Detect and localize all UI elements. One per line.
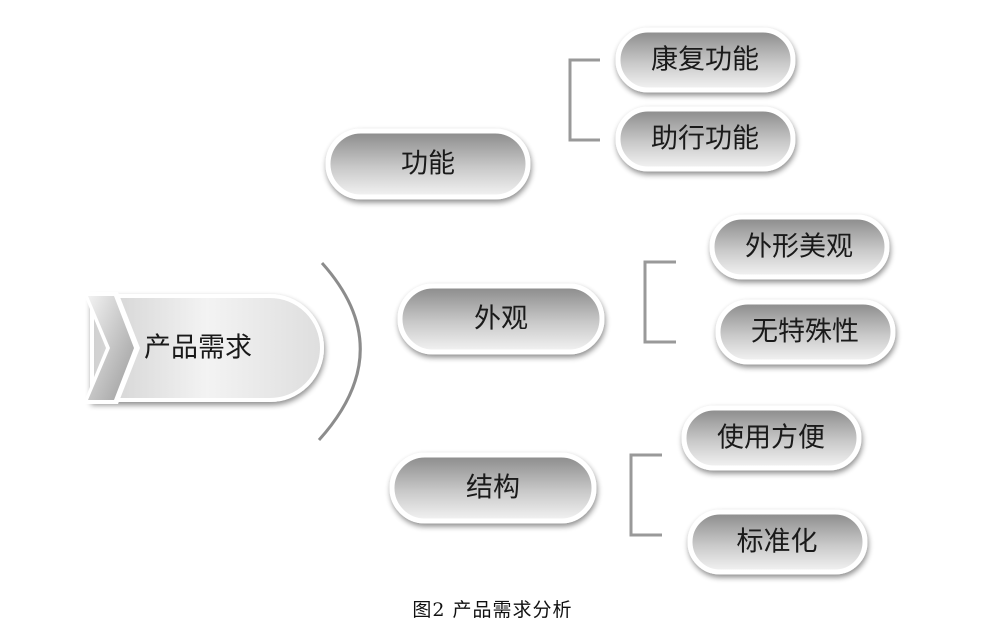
bracket-appearance <box>643 260 676 344</box>
product-requirements-diagram: 产品需求 功能 外观 结构 康复功能 助行功能 外形美观 无特殊性 使用方便 <box>83 27 896 575</box>
branch-arc <box>317 261 362 442</box>
leaf-label-unremarkable: 无特殊性 <box>751 317 859 348</box>
leaf-label-rehabilitation: 康复功能 <box>651 45 759 76</box>
leaf-node-walking-aid: 助行功能 <box>615 106 796 172</box>
branch-label-structure: 结构 <box>466 473 520 504</box>
leaf-node-easy-to-use: 使用方便 <box>681 405 862 471</box>
root-node: 产品需求 <box>83 292 324 404</box>
branch-node-appearance: 外观 <box>397 283 605 355</box>
branch-label-appearance: 外观 <box>474 304 528 335</box>
leaf-node-unremarkable: 无特殊性 <box>715 299 896 365</box>
leaf-label-easy-to-use: 使用方便 <box>717 423 825 454</box>
bracket-structure <box>629 453 662 537</box>
leaf-node-attractive-shape: 外形美观 <box>709 214 890 280</box>
leaf-node-standardization: 标准化 <box>687 509 868 575</box>
leaf-label-attractive-shape: 外形美观 <box>745 232 853 263</box>
bracket-function <box>568 58 600 142</box>
leaf-node-rehabilitation: 康复功能 <box>615 27 796 93</box>
branch-label-function: 功能 <box>401 149 455 180</box>
branch-node-function: 功能 <box>325 128 531 200</box>
root-label: 产品需求 <box>144 333 252 364</box>
leaf-label-walking-aid: 助行功能 <box>651 124 759 155</box>
branch-node-structure: 结构 <box>389 452 597 524</box>
figure-caption: 图2 产品需求分析 <box>412 599 573 621</box>
leaf-label-standardization: 标准化 <box>737 527 818 558</box>
